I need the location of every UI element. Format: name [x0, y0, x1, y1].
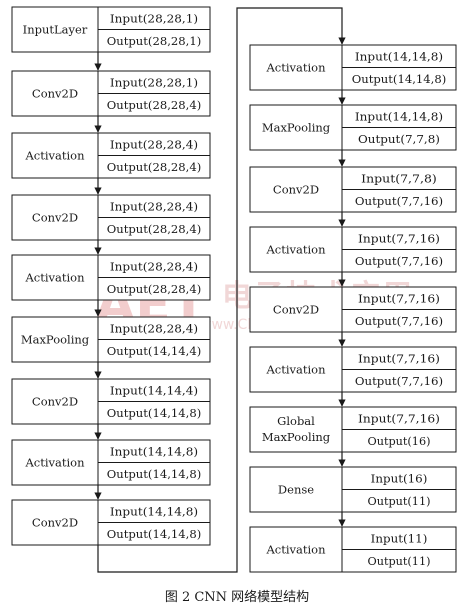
layer-block-conv2d: Conv2D Input(28,28,4) Output(28,28,4)	[11, 194, 211, 241]
layer-block-conv2d: Conv2D Input(14,14,4) Output(14,14,8)	[11, 378, 211, 425]
layer-name: Activation	[265, 543, 326, 557]
layer-name-box	[11, 378, 99, 425]
layer-name: Conv2D	[32, 395, 78, 409]
layer-block-maxpooling: MaxPooling Input(14,14,8) Output(7,7,8)	[249, 104, 457, 151]
layer-block-activation: Activation Input(14,14,8) Output(14,14,8)	[11, 439, 211, 486]
layer-name: Activation	[265, 61, 326, 75]
column-link-arrow	[97, 7, 346, 573]
layer-block-activation: Activation Input(14,14,8) Output(14,14,8)	[249, 44, 457, 91]
layer-name: Conv2D	[32, 211, 78, 225]
layer-name: Activation	[265, 243, 326, 257]
layer-input-shape: Input(7,7,16)	[358, 293, 440, 306]
layer-input-shape: Input(14,14,8)	[355, 111, 443, 124]
layer-block-activation: Activation Input(28,28,4) Output(28,28,4)	[11, 254, 211, 301]
layer-output-shape: Output(28,28,1)	[107, 35, 202, 48]
layer-name-box	[11, 194, 99, 241]
layer-input-shape: Input(14,14,8)	[355, 51, 443, 64]
layer-input-shape: Input(28,28,4)	[110, 139, 198, 152]
layer-output-shape: Output(28,28,4)	[107, 283, 202, 296]
layer-input-shape: Input(28,28,4)	[110, 261, 198, 274]
layer-name: Activation	[265, 363, 326, 377]
layer-input-shape: Input(7,7,16)	[358, 233, 440, 246]
layer-input-shape: Input(7,7,8)	[361, 173, 437, 186]
layer-name: MaxPooling	[262, 121, 331, 135]
layer-output-shape: Output(7,7,16)	[355, 195, 443, 208]
layer-name-box	[249, 346, 343, 393]
layer-input-shape: Input(7,7,16)	[358, 413, 440, 426]
layer-name-box	[11, 499, 99, 546]
layer-output-shape: Output(14,14,4)	[107, 345, 202, 358]
layer-output-shape: Output(28,28,4)	[107, 223, 202, 236]
layer-name-box	[11, 254, 99, 301]
layer-name-box	[249, 466, 343, 513]
layer-input-shape: Input(28,28,4)	[110, 323, 198, 336]
layer-name-line2: MaxPooling	[262, 430, 331, 444]
layer-name-box	[249, 166, 343, 213]
figure-caption: 图 2 CNN 网络模型结构	[165, 589, 309, 605]
layer-name-box	[249, 104, 343, 151]
layer-input-shape: Input(7,7,16)	[358, 353, 440, 366]
layer-name: Conv2D	[273, 303, 319, 317]
layer-block-conv2d: Conv2D Input(14,14,8) Output(14,14,8)	[11, 499, 211, 546]
layer-output-shape: Output(14,14,8)	[107, 468, 202, 481]
layer-name-box	[249, 286, 343, 333]
layer-name-line1: Global	[277, 414, 315, 428]
layer-output-shape: Output(28,28,4)	[107, 99, 202, 112]
layer-block-conv2d: Conv2D Input(7,7,16) Output(7,7,16)	[249, 286, 457, 333]
layer-output-shape: Output(7,7,16)	[355, 255, 443, 268]
left-column: InputLayerInput(28,28,1)Output(28,28,1)C…	[11, 6, 211, 546]
layer-name-box	[249, 406, 343, 453]
layer-input-shape: Input(28,28,1)	[110, 77, 198, 90]
layer-output-shape: Output(11)	[368, 495, 431, 508]
layer-output-shape: Output(7,7,16)	[355, 315, 443, 328]
layer-output-shape: Output(7,7,16)	[355, 375, 443, 388]
layer-input-shape: Input(28,28,1)	[110, 13, 198, 26]
layer-block-dense: Dense Input(16) Output(11)	[249, 466, 457, 513]
layer-input-shape: Input(14,14,4)	[110, 385, 198, 398]
layer-name: Conv2D	[273, 183, 319, 197]
layer-output-shape: Output(28,28,4)	[107, 161, 202, 174]
layer-name: InputLayer	[23, 23, 88, 37]
layer-block-conv2d: Conv2D Input(28,28,1) Output(28,28,4)	[11, 70, 211, 117]
layer-input-shape: Input(14,14,8)	[110, 446, 198, 459]
layer-input-shape: Input(11)	[371, 533, 428, 546]
layer-block-inputlayer: InputLayer Input(28,28,1) Output(28,28,1)	[11, 6, 211, 53]
layer-name: Activation	[24, 149, 85, 163]
right-column: ActivationInput(14,14,8)Output(14,14,8)M…	[249, 44, 457, 573]
layer-block-activation: Activation Input(11) Output(11)	[249, 526, 457, 573]
layer-output-shape: Output(11)	[368, 555, 431, 568]
layer-name-box	[249, 44, 343, 91]
layer-input-shape: Input(28,28,4)	[110, 201, 198, 214]
layer-name-box	[11, 439, 99, 486]
layer-input-shape: Input(16)	[371, 473, 428, 486]
layer-name: Conv2D	[32, 516, 78, 530]
layer-name-box	[11, 70, 99, 117]
layer-name-box	[11, 316, 99, 363]
layer-name-box	[249, 226, 343, 273]
connectors	[94, 7, 346, 573]
layer-block-maxpooling: MaxPooling Input(28,28,4) Output(14,14,4)	[11, 316, 211, 363]
layer-input-shape: Input(14,14,8)	[110, 506, 198, 519]
layer-block-activation: Activation Input(7,7,16) Output(7,7,16)	[249, 346, 457, 393]
layer-name: Dense	[278, 483, 314, 497]
layer-name: Activation	[24, 271, 85, 285]
layer-output-shape: Output(14,14,8)	[352, 73, 447, 86]
layer-output-shape: Output(14,14,8)	[107, 528, 202, 541]
layer-block-conv2d: Conv2D Input(7,7,8) Output(7,7,16)	[249, 166, 457, 213]
layer-output-shape: Output(16)	[368, 435, 431, 448]
layer-name: Conv2D	[32, 87, 78, 101]
layer-block-activation: Activation Input(7,7,16) Output(7,7,16)	[249, 226, 457, 273]
layer-name: MaxPooling	[21, 333, 90, 347]
layer-output-shape: Output(7,7,8)	[358, 133, 440, 146]
layer-output-shape: Output(14,14,8)	[107, 407, 202, 420]
layer-name: Activation	[24, 456, 85, 470]
layer-block-activation: Activation Input(28,28,4) Output(28,28,4)	[11, 132, 211, 179]
